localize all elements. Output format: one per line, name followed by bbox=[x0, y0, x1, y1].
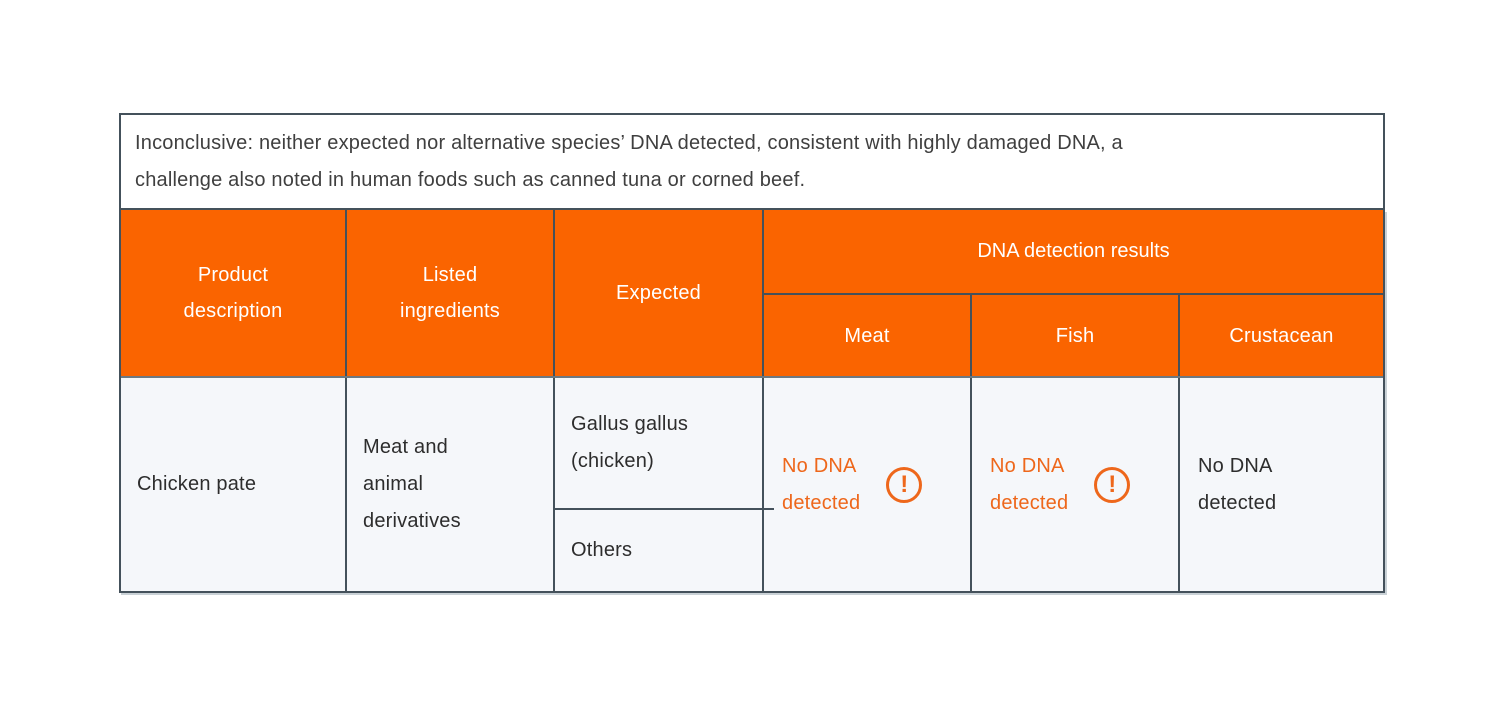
header-dna-detection-group: DNA detection results Meat Fish Crustace… bbox=[764, 210, 1383, 376]
cell-result-meat: No DNA detected ! bbox=[764, 378, 972, 591]
header-crustacean-label: Crustacean bbox=[1229, 324, 1334, 347]
expected-species-subcell: Gallus gallus (chicken) bbox=[555, 378, 762, 508]
header-crustacean: Crustacean bbox=[1180, 295, 1383, 376]
header-fish-label: Fish bbox=[1055, 324, 1095, 347]
header-product-description-label: Product description bbox=[183, 264, 283, 322]
cell-result-fish: No DNA detected ! bbox=[972, 378, 1180, 591]
header-product-description: Product description bbox=[121, 210, 347, 376]
meat-result-value: No DNA detected bbox=[782, 454, 861, 514]
header-dna-detection-results: DNA detection results bbox=[764, 210, 1383, 295]
note-text: Inconclusive: neither expected nor alter… bbox=[135, 132, 1123, 191]
product-description-value: Chicken pate bbox=[137, 473, 257, 495]
cell-listed-ingredients: Meat and animal derivatives bbox=[347, 378, 555, 591]
header-listed-ingredients: Listed ingredients bbox=[347, 210, 555, 376]
header-fish: Fish bbox=[972, 295, 1180, 376]
warning-icon-glyph: ! bbox=[900, 470, 909, 498]
header-meat-label: Meat bbox=[844, 324, 890, 347]
warning-icon: ! bbox=[886, 466, 923, 503]
expected-others-value: Others bbox=[571, 539, 633, 561]
header-subrow: Meat Fish Crustacean bbox=[764, 295, 1383, 376]
dna-results-table: Product description Listed ingredients E… bbox=[119, 210, 1385, 593]
expected-species-value: Gallus gallus (chicken) bbox=[571, 413, 689, 472]
header-expected: Expected bbox=[555, 210, 764, 376]
cell-expected: Gallus gallus (chicken) Others bbox=[555, 378, 774, 591]
fish-result-value: No DNA detected bbox=[990, 454, 1069, 514]
table-header: Product description Listed ingredients E… bbox=[121, 210, 1383, 378]
table-row: Chicken pate Meat and animal derivatives… bbox=[121, 378, 1383, 591]
listed-ingredients-value: Meat and animal derivatives bbox=[363, 436, 461, 532]
warning-icon: ! bbox=[1094, 466, 1131, 503]
note-box: Inconclusive: neither expected nor alter… bbox=[119, 113, 1385, 210]
crustacean-result-value: No DNA detected bbox=[1198, 454, 1277, 514]
cell-result-crustacean: No DNA detected bbox=[1180, 378, 1383, 591]
expected-others-subcell: Others bbox=[555, 508, 774, 591]
header-meat: Meat bbox=[764, 295, 972, 376]
header-listed-ingredients-label: Listed ingredients bbox=[399, 264, 501, 322]
cell-product-description: Chicken pate bbox=[121, 378, 347, 591]
header-dna-detection-results-label: DNA detection results bbox=[977, 240, 1170, 262]
header-expected-label: Expected bbox=[616, 282, 701, 304]
warning-icon-glyph: ! bbox=[1108, 470, 1117, 498]
